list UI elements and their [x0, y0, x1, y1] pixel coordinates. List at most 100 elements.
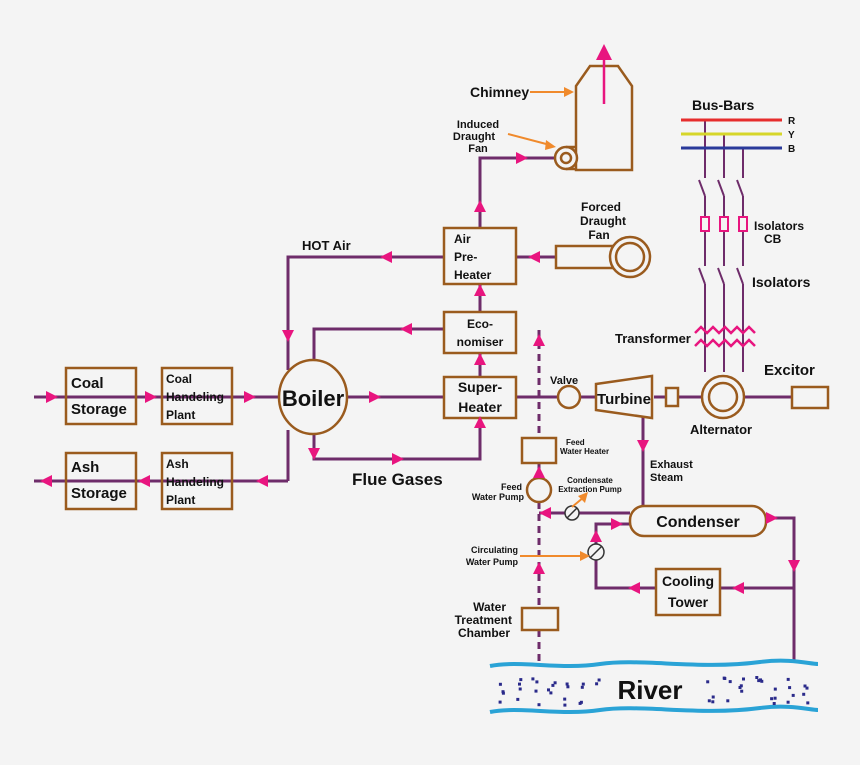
river-dot	[566, 685, 570, 689]
cooling-tower-box	[654, 567, 722, 617]
economiser-label: Eco-nomiser	[457, 317, 504, 349]
isolator-switches	[702, 178, 746, 284]
river-label: River	[617, 675, 682, 705]
coal-storage-box	[64, 366, 138, 426]
water-treatment-box	[520, 606, 560, 632]
coupling-icon	[664, 386, 680, 408]
condensate-extraction-pump-icon	[564, 505, 580, 521]
river-dot	[535, 680, 539, 684]
ash-storage-box	[64, 451, 138, 511]
phase-r-label: R	[788, 116, 796, 127]
river-dot	[519, 678, 523, 682]
river-dot	[757, 679, 761, 683]
river-dot	[551, 683, 555, 687]
river-dot	[579, 700, 583, 704]
alternator-label: Alternator	[690, 422, 752, 437]
river-dot	[553, 681, 557, 685]
air-preheater-box	[442, 226, 518, 286]
excitor-box	[790, 385, 830, 410]
hot-air-label: HOT Air	[302, 238, 351, 253]
bus-bars-label: Bus-Bars	[692, 97, 754, 113]
feed-water-pump-icon	[525, 476, 553, 504]
isolators-label: Isolators	[752, 274, 811, 290]
river	[489, 658, 819, 714]
coal-handling-box	[160, 366, 234, 426]
river-dot	[498, 700, 502, 704]
river-dot	[773, 696, 777, 700]
flow-arrows	[40, 44, 800, 594]
transformer-icon	[694, 325, 756, 348]
river-dot	[534, 689, 538, 693]
turbine-shape	[594, 374, 654, 420]
alternator-icon	[700, 374, 746, 420]
river-dot	[738, 686, 742, 689]
river-dot	[739, 684, 743, 688]
flue-gases-label: Flue Gases	[352, 470, 443, 489]
river-dot	[597, 678, 601, 682]
phase-b-label: B	[788, 144, 795, 155]
river-dot	[759, 678, 762, 682]
induced-draught-fan-icon	[553, 145, 579, 171]
river-dot	[788, 686, 792, 690]
river-dot	[549, 691, 553, 695]
river-dot	[518, 687, 522, 691]
ash-handling-box	[160, 451, 234, 511]
chimney-shape	[574, 64, 634, 172]
river-dot	[772, 702, 776, 705]
river-dot	[531, 677, 535, 681]
river-dot	[563, 697, 567, 701]
river-dot	[803, 684, 807, 688]
river-dot	[595, 682, 599, 686]
river-dot	[707, 699, 711, 703]
river-dot	[580, 685, 584, 689]
river-dot	[498, 682, 502, 686]
valve-label: Valve	[550, 375, 578, 387]
river-dot	[711, 700, 715, 704]
bus-bars	[681, 118, 782, 150]
river-dot	[501, 690, 505, 694]
river-dot	[565, 682, 569, 686]
feed-water-heater-box	[520, 436, 558, 465]
river-dot	[518, 682, 521, 686]
river-dot	[806, 701, 810, 705]
valve-icon	[556, 384, 582, 410]
river-dot	[786, 677, 790, 681]
phase-y-label: Y	[788, 130, 795, 141]
circuit-breakers	[700, 216, 748, 232]
river-dot	[770, 697, 774, 701]
condenser-label: Condenser	[656, 514, 740, 531]
transformer-label: Transformer	[615, 331, 691, 346]
river-dot	[740, 689, 744, 693]
river-dot	[711, 695, 715, 699]
boiler-label: Boiler	[282, 386, 345, 411]
economiser-box	[442, 310, 518, 355]
river-dot	[773, 687, 777, 691]
chimney-label: Chimney	[470, 84, 529, 100]
excitor-label: Excitor	[764, 362, 815, 379]
river-dot	[728, 680, 732, 684]
river-dot	[802, 692, 806, 696]
river-dot	[786, 700, 790, 704]
boiler-shape	[277, 358, 349, 436]
river-dot	[742, 677, 745, 681]
forced-draught-fan-icon	[554, 235, 652, 279]
river-dot	[547, 688, 550, 692]
turbine-label: Turbine	[597, 391, 651, 408]
river-dot	[791, 693, 795, 697]
river-dot	[706, 680, 710, 684]
